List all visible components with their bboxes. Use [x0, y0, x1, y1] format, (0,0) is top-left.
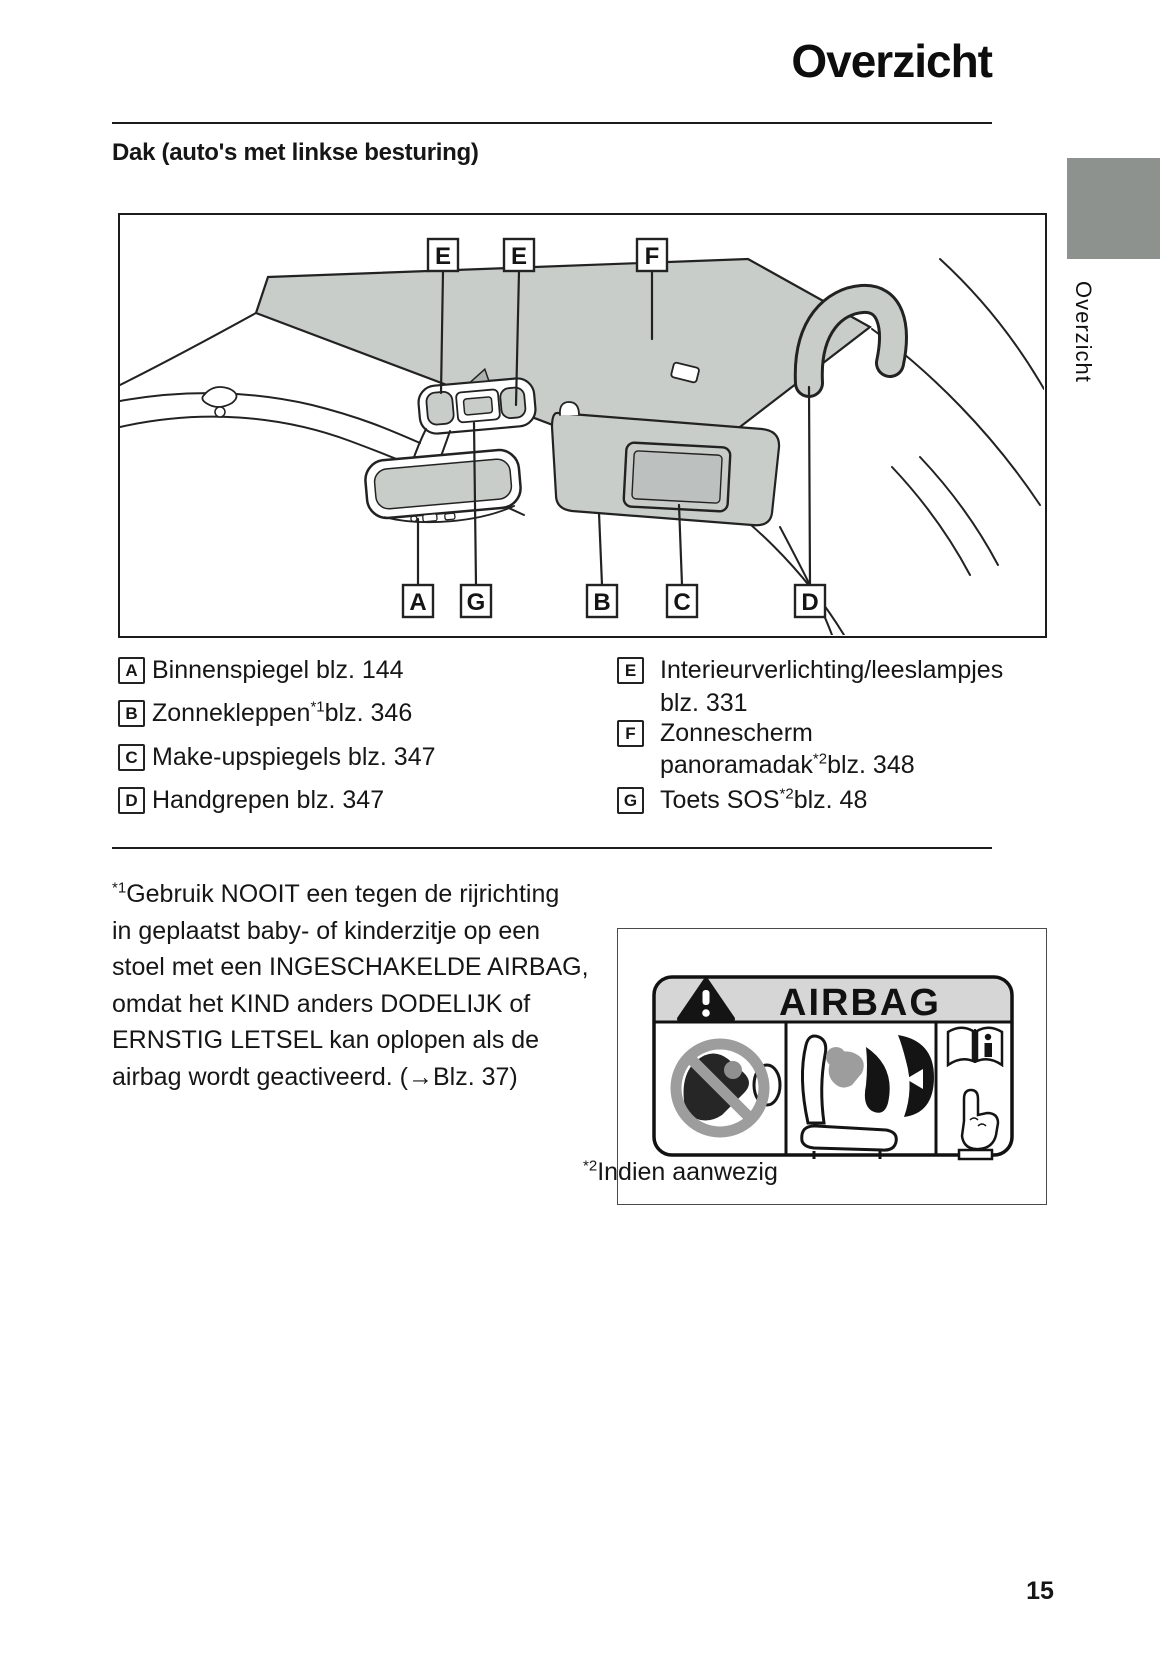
overhead-console [417, 367, 537, 435]
legend-text-e-line2: blz. 331 [660, 689, 748, 717]
footnote-1: *1Gebruik NOOIT een tegen de rijrichting… [112, 879, 589, 1091]
callout-box-c: C [665, 583, 699, 619]
callout-box-b: B [585, 583, 619, 619]
section-heading: Dak (auto's met linkse besturing) [112, 139, 479, 166]
callout-box-e2: E [502, 237, 536, 273]
airbag-warning-figure: AIRBAG [617, 928, 1047, 1205]
legend-item-a: A Binnenspiegel blz. 144 [118, 655, 404, 685]
section-divider [112, 847, 992, 849]
legend-text-f-line2: panoramadak*2blz. 348 [660, 750, 915, 779]
airbag-label-border [652, 975, 1014, 1157]
callout-box-a: A [401, 583, 435, 619]
roof-diagram-figure: E E F A G B C [118, 213, 1047, 638]
callout-leader-lines [416, 269, 812, 587]
legend-item-d: D Handgrepen blz. 347 [118, 785, 384, 815]
rearview-mirror [364, 448, 522, 524]
legend-key-g: G [617, 787, 644, 814]
legend-item-b: B Zonnekleppen*1blz. 346 [118, 698, 412, 728]
airbag-label-svg: AIRBAG [652, 975, 1014, 1161]
airbag-label-title: AIRBAG [779, 982, 941, 1024]
chapter-tab-label: Overzicht [1071, 281, 1096, 383]
sos-button [462, 396, 494, 416]
svg-text:G: G [467, 589, 486, 616]
callout-box-d: D [793, 583, 827, 619]
legend-key-f: F [617, 720, 644, 747]
legend-item-g: G Toets SOS*2blz. 48 [617, 785, 867, 815]
airbag-deployment-pictogram [800, 1034, 934, 1159]
roof-diagram-svg: E E F A G B C [119, 237, 1045, 636]
interior-lamp-right [499, 386, 527, 420]
legend-item-f: F Zonnescherm [617, 718, 813, 748]
footnote-2: *2Indien aanwezig [583, 1157, 778, 1186]
vanity-mirror [622, 441, 732, 513]
read-manual-pictogram [946, 1026, 1004, 1161]
legend-text-b: Zonnekleppen*1blz. 346 [152, 698, 413, 727]
title-divider [112, 122, 992, 124]
airbag-label-header-band [654, 977, 1012, 1022]
headliner-clip [201, 386, 238, 408]
page-title: Overzicht [791, 35, 993, 87]
legend-key-e: E [617, 657, 644, 684]
grab-handle [793, 284, 908, 398]
legend-text-a: Binnenspiegel blz. 144 [152, 656, 404, 684]
legend-text-c: Make-upspiegels blz. 347 [152, 743, 436, 771]
legend-key-b: B [118, 700, 145, 727]
legend-text-d: Handgrepen blz. 347 [152, 786, 385, 814]
legend-text-e: Interieurverlichting/leeslampjes [660, 656, 1004, 684]
warning-triangle-icon [677, 978, 735, 1022]
callout-box-e1: E [426, 237, 460, 273]
legend-key-a: A [118, 657, 145, 684]
svg-text:B: B [593, 589, 610, 616]
legend-text-g: Toets SOS*2blz. 48 [660, 785, 868, 814]
sun-visor [550, 401, 781, 527]
no-child-seat-pictogram [670, 1038, 782, 1138]
callout-box-f: F [635, 237, 669, 273]
svg-text:D: D [801, 589, 818, 616]
legend-key-d: D [118, 787, 145, 814]
svg-text:E: E [435, 243, 451, 270]
page-number: 15 [1026, 1577, 1054, 1605]
svg-text:F: F [645, 243, 660, 270]
footnote-2-marker: *2 [583, 1157, 598, 1175]
chapter-tab-marker [1067, 158, 1160, 259]
svg-text:A: A [409, 589, 426, 616]
legend-key-c: C [118, 744, 145, 771]
legend-item-c: C Make-upspiegels blz. 347 [118, 742, 436, 772]
legend-item-e: E Interieurverlichting/leeslampjes [617, 655, 1003, 685]
svg-text:E: E [511, 243, 527, 270]
legend-text-f: Zonnescherm [660, 719, 813, 747]
legend: A Binnenspiegel blz. 144 B Zonnekleppen*… [112, 650, 1012, 830]
interior-lamp-left [425, 391, 455, 426]
callout-box-g: G [459, 583, 493, 619]
svg-text:C: C [673, 589, 690, 616]
footnote-1-marker: *1 [112, 879, 127, 897]
